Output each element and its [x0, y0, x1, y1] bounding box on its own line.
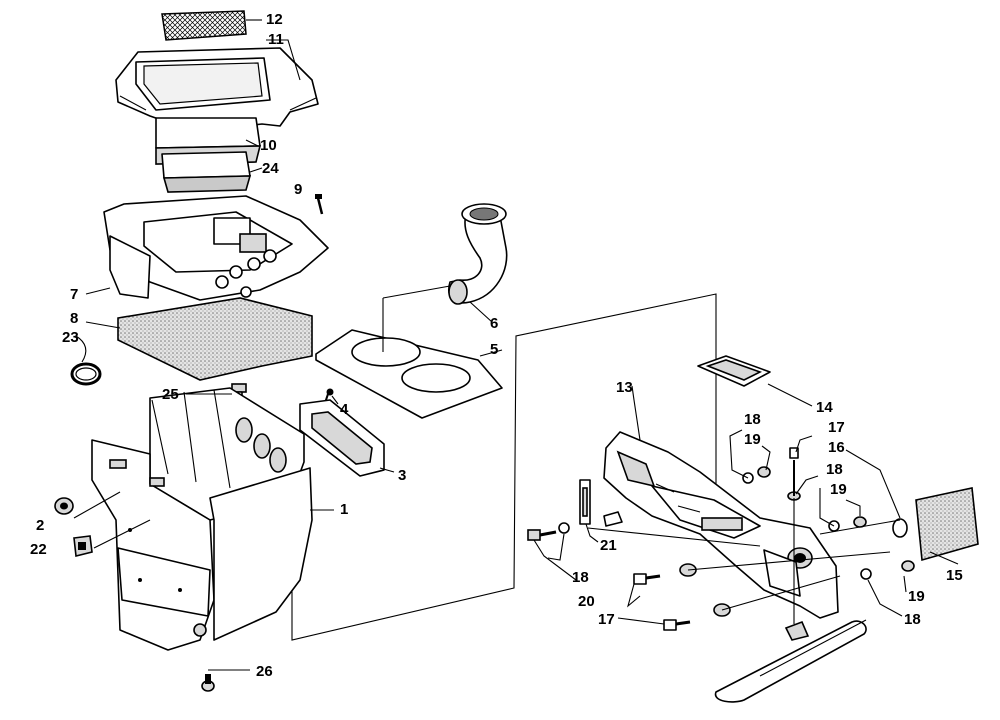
- callout-21: 21: [600, 537, 617, 554]
- callout-15: 15: [946, 567, 963, 584]
- callout-6: 6: [490, 315, 498, 332]
- callout-13: 13: [616, 379, 633, 396]
- callout-1: 1: [340, 501, 348, 518]
- part-8-foam-pad: [117, 297, 313, 381]
- part-23-clamp: [70, 362, 102, 386]
- part-11-lid: [115, 47, 319, 133]
- callout-16: 16: [828, 439, 845, 456]
- part-24-filter-pad: [161, 151, 252, 193]
- callout-3: 3: [398, 467, 406, 484]
- callout-4: 4: [340, 401, 349, 418]
- callout-17-a: 17: [828, 419, 845, 436]
- part-6-intake-elbow: [448, 203, 508, 305]
- part-13-silencer-duct: [603, 431, 839, 619]
- part-21-bracket: [579, 479, 623, 527]
- part-7-airbox-tray: [103, 195, 329, 301]
- callout-14: 14: [816, 399, 833, 416]
- part-16-plug: [892, 518, 908, 538]
- part-2-grommet: [54, 497, 74, 515]
- callout-12: 12: [266, 11, 283, 28]
- hardware-washers-nuts-bolts: [558, 447, 915, 641]
- callout-leader-lines: [73, 19, 959, 671]
- callout-23: 23: [62, 329, 79, 346]
- callout-9: 9: [294, 181, 302, 198]
- part-20-bolt: [527, 529, 557, 541]
- callout-5: 5: [490, 341, 498, 358]
- callout-18-a: 18: [744, 411, 761, 428]
- callout-labels: 12 11 10 24 9 7 8 23 25 4 3 1 2 22 26 6 …: [30, 11, 963, 680]
- assembly-axis-lines: [587, 498, 901, 624]
- callout-11: 11: [268, 31, 284, 48]
- callout-19-c: 19: [908, 588, 925, 605]
- callout-26: 26: [256, 663, 273, 680]
- part-9-screw: [315, 194, 324, 215]
- part-26-drain: [201, 674, 215, 692]
- callout-2: 2: [36, 517, 44, 534]
- callout-17-b: 17: [598, 611, 615, 628]
- callout-24: 24: [262, 160, 279, 177]
- callout-20: 20: [578, 593, 595, 610]
- part-5-plate: [315, 329, 503, 419]
- callout-8: 8: [70, 310, 78, 327]
- part-15-foam-filter: [915, 487, 979, 562]
- callout-10: 10: [260, 137, 277, 154]
- hose-tube: [714, 619, 867, 703]
- callout-18-b: 18: [826, 461, 843, 478]
- callout-25: 25: [162, 386, 179, 403]
- callout-22: 22: [30, 541, 47, 558]
- part-3-gasket: [299, 399, 385, 477]
- callout-7: 7: [70, 286, 78, 303]
- callout-19-a: 19: [744, 431, 761, 448]
- callout-18-c: 18: [904, 611, 921, 628]
- callout-18-d: 18: [572, 569, 589, 586]
- part-14-boot: [697, 355, 771, 387]
- part-12-screen: [161, 10, 247, 41]
- part-22-clip: [73, 535, 93, 557]
- assembly-connection-lines: [291, 285, 717, 641]
- callout-19-b: 19: [830, 481, 847, 498]
- part-1-airbox: [91, 387, 313, 651]
